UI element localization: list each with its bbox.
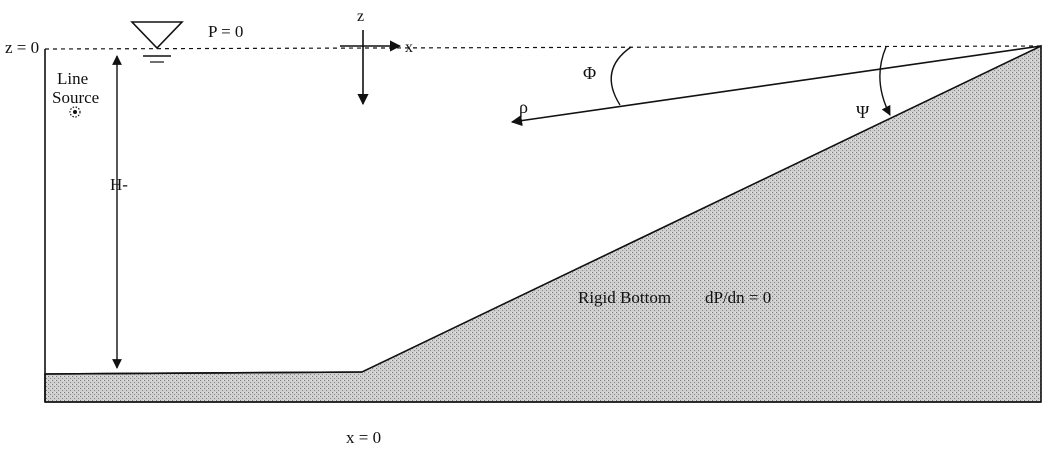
rho-label: ρ bbox=[519, 97, 528, 117]
x-equals-zero-label: x = 0 bbox=[346, 428, 381, 447]
coordinate-axes bbox=[340, 30, 402, 106]
rigid-bottom-region bbox=[44, 44, 1042, 403]
flat-bottom-top-edge bbox=[44, 371, 363, 375]
line-source-label-1: Line bbox=[57, 69, 88, 88]
psi-label: Ψ bbox=[856, 102, 870, 122]
z-axis-label: z bbox=[357, 8, 364, 25]
line-source-label-2: Source bbox=[52, 88, 99, 107]
free-surface-line bbox=[44, 45, 1042, 50]
psi-angle-arc bbox=[879, 46, 891, 116]
phi-label: Φ bbox=[583, 63, 596, 83]
phi-angle-arc bbox=[610, 46, 632, 106]
boundary-condition-label: dP/dn = 0 bbox=[705, 288, 771, 307]
z-equals-zero-label: z = 0 bbox=[5, 38, 39, 57]
x-axis-label: x bbox=[405, 39, 413, 56]
water-surface-symbol bbox=[130, 21, 184, 63]
rho-ray bbox=[510, 45, 1042, 127]
line-source-icon bbox=[69, 106, 81, 118]
rigid-bottom-label: Rigid Bottom bbox=[578, 288, 671, 307]
depth-label: H- bbox=[110, 175, 128, 194]
pressure-release-label: P = 0 bbox=[208, 22, 243, 41]
